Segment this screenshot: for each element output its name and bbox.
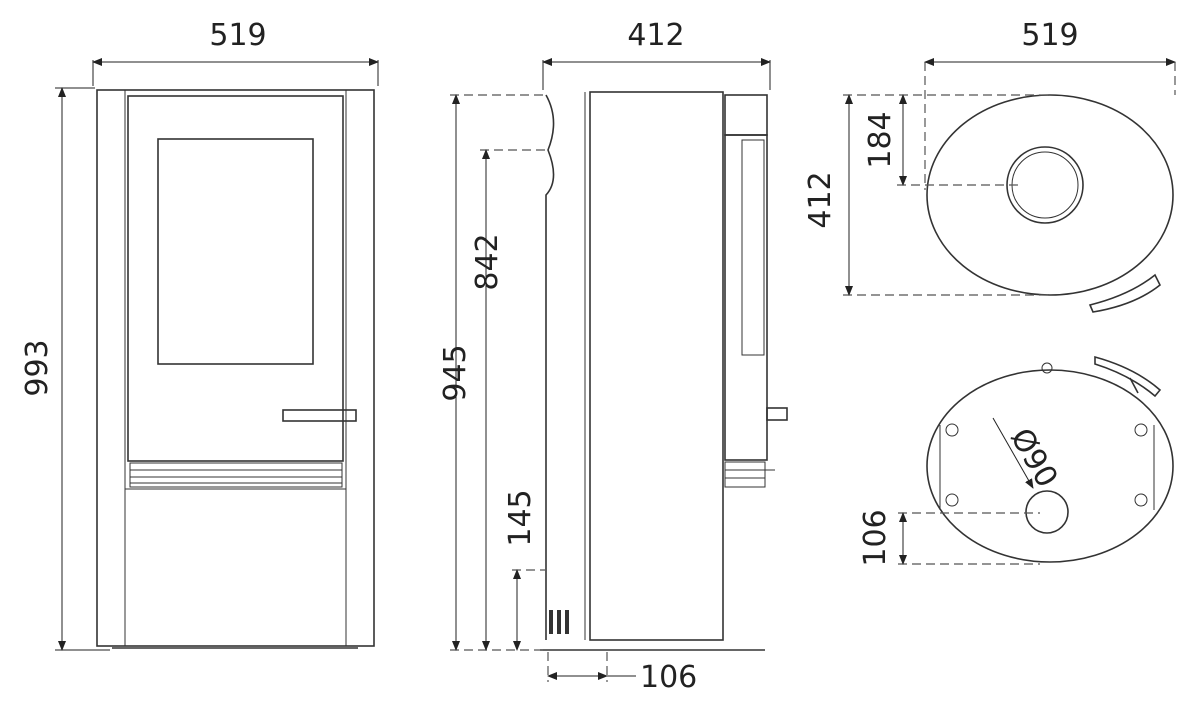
outlet-offset-label: 184 <box>863 111 898 168</box>
inlet-diameter-label: Ø90 <box>1003 423 1064 494</box>
front-height-label: 993 <box>20 339 55 396</box>
top-depth-label: 412 <box>803 171 838 228</box>
door-handle <box>282 409 357 422</box>
inlet-height-label: 145 <box>503 489 538 546</box>
front-view: 519 993 <box>20 18 379 651</box>
top-width-label: 519 <box>1021 18 1078 53</box>
glass-window <box>157 138 314 365</box>
outlet-height-label: 842 <box>470 233 505 290</box>
bottom-inlet-offset-label: 106 <box>858 509 893 566</box>
inlet-offset-label: 106 <box>640 660 697 695</box>
bottom-view: Ø90 106 <box>858 355 1174 567</box>
top-view: 519 412 184 <box>803 18 1176 313</box>
air-grille <box>129 462 343 488</box>
side-handle <box>766 407 788 421</box>
front-width-label: 519 <box>209 18 266 53</box>
side-view: 412 945 842 145 106 <box>438 18 788 695</box>
side-height-label: 945 <box>438 344 473 401</box>
air-inlet <box>1025 490 1069 534</box>
side-depth-label: 412 <box>627 18 684 53</box>
